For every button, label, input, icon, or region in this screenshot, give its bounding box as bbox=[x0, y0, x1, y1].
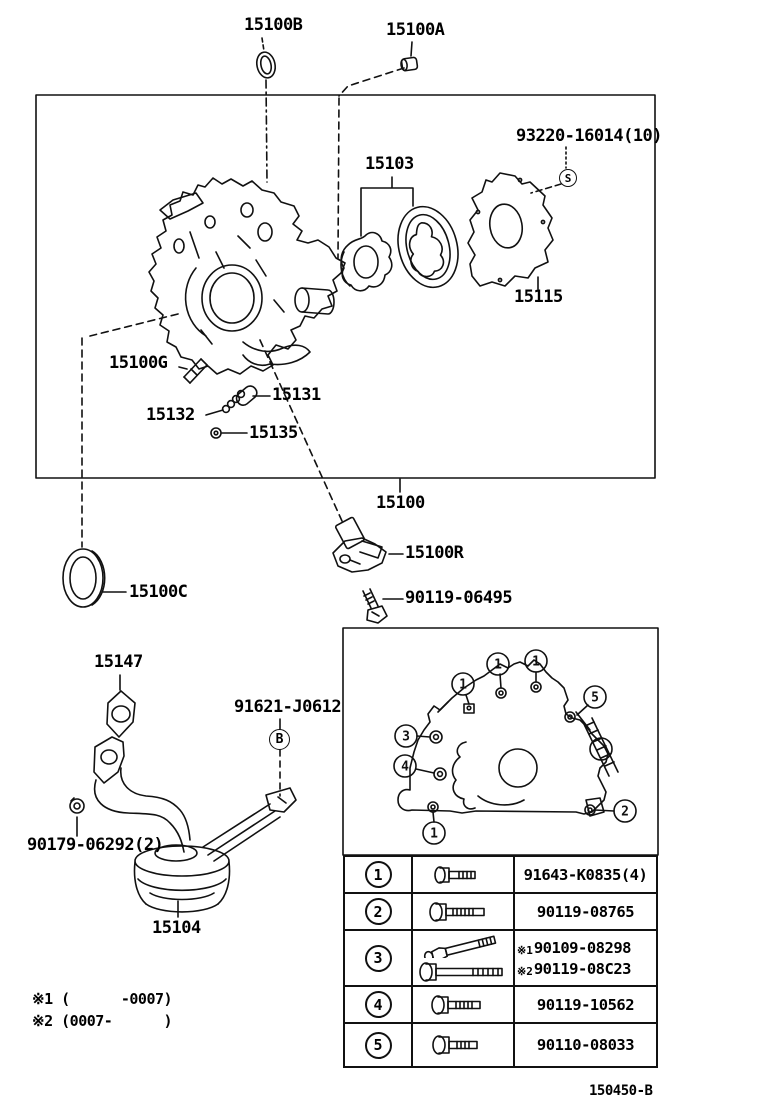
ref-circle-4: 4 bbox=[364, 991, 392, 1018]
label-91621-J0612: 91621-J0612 bbox=[234, 697, 342, 717]
table-row: 3 ※1 90109-08298 ※2 bbox=[345, 929, 656, 985]
marker-b-circle: B bbox=[269, 729, 290, 750]
part-number: 90119-08C23 bbox=[533, 959, 632, 978]
diagram-callout: 2 bbox=[621, 805, 629, 820]
label-93220-16014: 93220-16014(10) bbox=[516, 126, 663, 146]
part-number-variant: ※1 90109-08298 bbox=[517, 938, 632, 957]
sensor-drawing bbox=[332, 516, 387, 573]
table-row: 4 90119-10562 bbox=[345, 985, 656, 1022]
fastener-table: 1 91643-K0835(4) 2 90119-08765 3 bbox=[343, 855, 658, 1068]
note-ref: ※1 bbox=[517, 943, 533, 957]
bolt-icon bbox=[434, 865, 476, 884]
table-row: 2 90119-08765 bbox=[345, 892, 656, 929]
oil-seal-drawing bbox=[62, 548, 106, 608]
bolt-icon bbox=[432, 1035, 478, 1055]
part-number: 91643-K0835(4) bbox=[523, 865, 648, 884]
applicability-note-1: ※1 ( -0007) bbox=[32, 990, 173, 1008]
plug-drawing bbox=[400, 56, 419, 72]
label-15100G: 15100G bbox=[109, 353, 168, 373]
outer-rotor-drawing bbox=[397, 205, 459, 289]
diagram-callout: 5 bbox=[591, 691, 599, 706]
label-15147: 15147 bbox=[94, 652, 143, 672]
label-90179-06292: 90179-06292(2) bbox=[27, 835, 164, 855]
bolt-location-outline bbox=[397, 659, 619, 817]
pump-housing-drawing bbox=[148, 177, 346, 375]
ref-circle-1: 1 bbox=[364, 861, 392, 888]
label-15115: 15115 bbox=[514, 287, 563, 307]
table-row: 1 91643-K0835(4) bbox=[345, 857, 656, 892]
label-15100B: 15100B bbox=[244, 15, 303, 35]
relief-spring-drawing bbox=[221, 389, 246, 414]
label-15104: 15104 bbox=[152, 918, 201, 938]
sensor-bolt-drawing bbox=[362, 588, 388, 624]
marker-s-circle: S bbox=[559, 169, 577, 187]
label-90119-06495: 90119-06495 bbox=[405, 588, 513, 608]
figure-code: 150450-B bbox=[589, 1083, 653, 1099]
strainer-nut-drawing bbox=[69, 797, 85, 814]
diagram-callout: 3 bbox=[402, 730, 410, 745]
diagram-callout-circles: 1 1 1 5 3 4 1 2 bbox=[393, 649, 637, 845]
label-15100C: 15100C bbox=[129, 582, 188, 602]
bolt-icon bbox=[431, 994, 481, 1015]
pump-plate-drawing bbox=[467, 172, 554, 287]
part-number: 90109-08298 bbox=[533, 938, 632, 957]
label-15100: 15100 bbox=[376, 493, 425, 513]
note-ref: ※2 bbox=[517, 964, 533, 978]
stud-drawing bbox=[183, 358, 208, 384]
applicability-note-2: ※2 (0007- ) bbox=[32, 1012, 173, 1030]
diagram-callout: 1 bbox=[494, 658, 502, 673]
table-row: 5 90110-08033 bbox=[345, 1022, 656, 1066]
part-number: 90119-10562 bbox=[536, 995, 635, 1014]
ref-circle-3: 3 bbox=[364, 944, 392, 972]
gasket-drawing bbox=[106, 690, 136, 738]
diagram-callout: 1 bbox=[430, 827, 438, 842]
part-number-variant: ※2 90119-08C23 bbox=[517, 959, 632, 978]
bolt-icon bbox=[429, 901, 485, 922]
o-ring-drawing bbox=[255, 51, 277, 79]
ref-circle-5: 5 bbox=[364, 1031, 392, 1059]
part-number: 90110-08033 bbox=[536, 1036, 635, 1054]
strainer-drawing bbox=[93, 736, 297, 913]
diagram-callout: 1 bbox=[459, 678, 467, 693]
diagram-callout: 1 bbox=[532, 655, 540, 670]
ref-circle-2: 2 bbox=[364, 898, 392, 925]
bolt-position-markers bbox=[427, 681, 596, 816]
leader-lines bbox=[76, 37, 567, 918]
label-15100A: 15100A bbox=[386, 20, 445, 40]
label-15131: 15131 bbox=[272, 385, 321, 405]
bolt-icon bbox=[419, 962, 503, 982]
part-number: 90119-08765 bbox=[536, 902, 635, 921]
label-15103: 15103 bbox=[365, 154, 414, 174]
retainer-clip-drawing bbox=[210, 427, 222, 439]
stud-bolt-icon bbox=[423, 935, 497, 958]
label-15132: 15132 bbox=[146, 405, 195, 425]
label-15100R: 15100R bbox=[405, 543, 464, 563]
label-15135: 15135 bbox=[249, 423, 298, 443]
main-parts-box bbox=[35, 94, 656, 479]
diagram-callout: 4 bbox=[401, 760, 409, 775]
inner-rotor-drawing bbox=[340, 231, 393, 292]
